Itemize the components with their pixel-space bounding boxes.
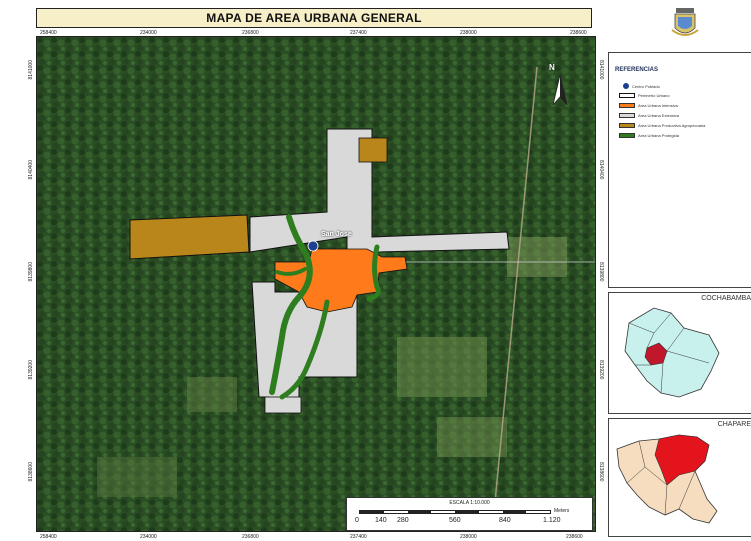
coord-top: 234000 [140, 30, 157, 36]
protegida-swatch [619, 133, 635, 138]
productiva-swatch [619, 123, 635, 128]
scale-label: 1.120 [543, 517, 561, 524]
coord-left: 8141000 [28, 60, 34, 80]
north-label: N [549, 63, 555, 72]
scale-units: Meters [554, 508, 570, 514]
inset-label: COCHABAMBA [701, 295, 751, 302]
scale-label: 280 [397, 517, 409, 524]
centro-poblado-icon [623, 83, 629, 89]
legend-label: Perimetro Urbano [638, 93, 670, 98]
legend-label: Centro Poblado [632, 83, 660, 89]
coord-right: 8140400 [598, 160, 604, 180]
coord-left: 8140400 [28, 160, 34, 180]
legend-item: Perimetro Urbano [619, 93, 670, 98]
coord-top: 238000 [460, 30, 477, 36]
scale-label: 140 [375, 517, 387, 524]
municipal-seal-icon [671, 8, 699, 36]
legend-item: Centro Poblado [619, 83, 660, 89]
legend-label: Area Urbana Intensiva [638, 103, 678, 108]
coord-bottom: 234000 [140, 534, 157, 540]
legend-item: Area Urbana Productiva Agropecuaria [619, 123, 705, 128]
coord-bottom: 238600 [566, 534, 583, 540]
coord-bottom: 237400 [350, 534, 367, 540]
legend-label: Area Urbana Productiva Agropecuaria [638, 123, 706, 128]
coord-top: 238600 [570, 30, 587, 36]
legend-label: Area Urbana Protegida [638, 133, 679, 138]
coord-left: 8138600 [28, 462, 34, 482]
coord-bottom: 236800 [242, 534, 259, 540]
scale-bar-box: ESCALA 1:10.000 Meters 0 140 280 560 840… [346, 497, 593, 531]
inset-map-chapare: CHAPARE [608, 418, 751, 537]
place-label-san-jose: San Jose [321, 231, 352, 238]
coord-right: 8139800 [598, 262, 604, 282]
scale-title: ESCALA 1:10.000 [449, 500, 490, 506]
coord-top: 236800 [242, 30, 259, 36]
coord-top: 258400 [40, 30, 57, 36]
coord-right: 8139200 [598, 360, 604, 380]
scale-label: 560 [449, 517, 461, 524]
scale-bar [359, 510, 551, 514]
scale-label: 0 [355, 517, 359, 524]
coord-left: 8139800 [28, 262, 34, 282]
scale-label: 840 [499, 517, 511, 524]
legend-panel: REFERENCIAS Centro Poblado Perimetro Urb… [608, 52, 751, 288]
legend-label: Area Urbana Extensiva [638, 113, 680, 118]
bolivia-outline-icon [624, 307, 720, 398]
coord-bottom: 238000 [460, 534, 477, 540]
legend-item: Area Urbana Extensiva [619, 113, 679, 118]
map-canvas [37, 37, 595, 531]
coord-left: 8139200 [28, 360, 34, 380]
cochabamba-outline-icon [616, 434, 718, 524]
coord-right: 8141000 [598, 60, 604, 80]
centro-poblado-marker [307, 240, 319, 252]
legend-item: Area Urbana Protegida [619, 133, 679, 138]
extensiva-swatch [619, 113, 635, 118]
coord-top: 237400 [350, 30, 367, 36]
map-title: MAPA DE AREA URBANA GENERAL [36, 8, 592, 28]
coord-bottom: 258400 [40, 534, 57, 540]
perimetro-swatch [619, 93, 635, 98]
satellite-map[interactable]: N San Jose [36, 36, 596, 532]
intensiva-swatch [619, 103, 635, 108]
inset-map-cochabamba: COCHABAMBA [608, 292, 751, 414]
coord-right: 8138600 [598, 462, 604, 482]
north-arrow-icon [552, 74, 568, 106]
inset-label: CHAPARE [717, 421, 751, 428]
legend-item: Area Urbana Intensiva [619, 103, 678, 108]
legend-title: REFERENCIAS [615, 67, 659, 73]
